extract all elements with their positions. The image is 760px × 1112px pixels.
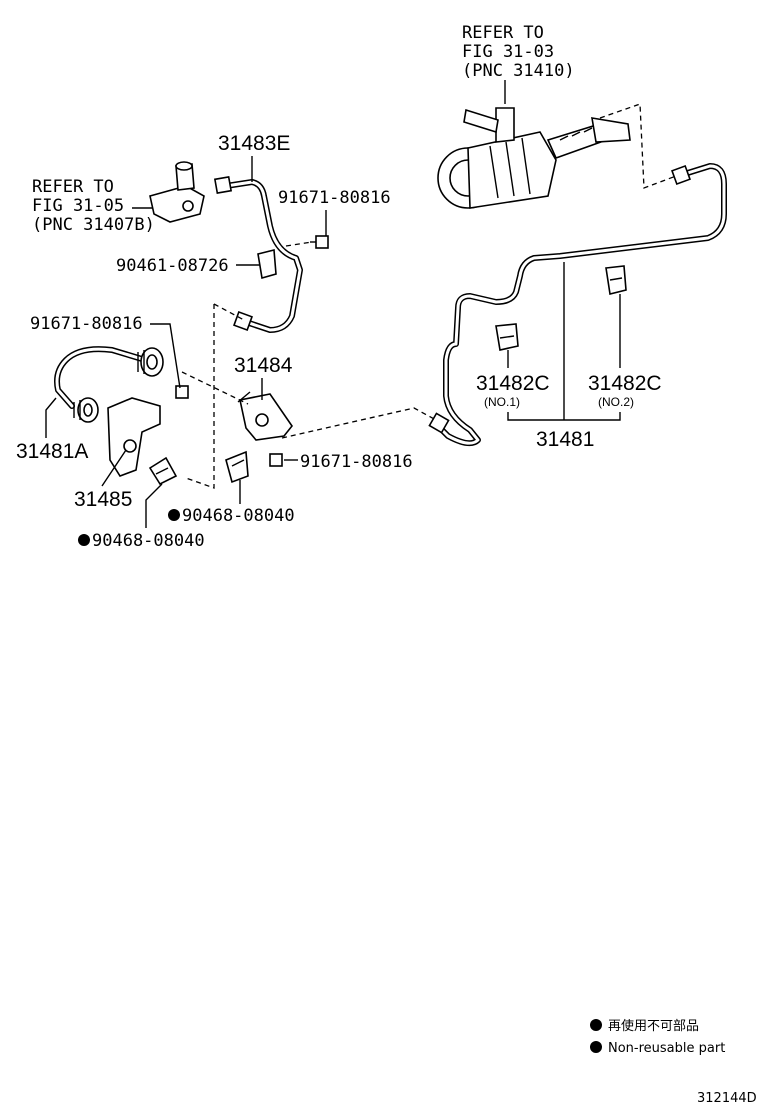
bolt-91671-b <box>175 385 189 399</box>
svg-text:(NO.2): (NO.2) <box>598 395 634 409</box>
non-reusable-dot-b <box>78 534 90 546</box>
clip-90468-a <box>225 450 249 484</box>
ref-fig-31-05: REFER TO FIG 31-05 (PNC 31407B) <box>32 177 155 235</box>
guide-dash-tube <box>281 407 437 439</box>
svg-text:31481: 31481 <box>536 428 594 451</box>
svg-text:31482C: 31482C <box>588 372 662 395</box>
guide-dash-upper <box>213 303 245 321</box>
clutch-tube-31483E <box>213 175 303 333</box>
label-31481: 31481 <box>507 262 621 451</box>
label-91671-b: 91671-80816 <box>30 314 181 389</box>
svg-text:90468-08040: 90468-08040 <box>182 506 295 526</box>
master-cylinder-assembly <box>437 107 631 209</box>
svg-text:FIG 31-03: FIG 31-03 <box>462 42 554 62</box>
svg-text:FIG 31-05: FIG 31-05 <box>32 196 124 216</box>
label-90468-a: 90468-08040 <box>168 480 295 526</box>
label-91671-c: 91671-80816 <box>284 452 413 472</box>
flexible-hose-31481A <box>54 346 164 423</box>
bracket-90461 <box>257 248 277 280</box>
legend-jp: 再使用不可部品 <box>608 1018 699 1034</box>
guide-dash-bolt <box>181 371 249 405</box>
svg-text:31483E: 31483E <box>218 132 290 155</box>
label-31484: 31484 <box>234 354 293 400</box>
svg-text:90461-08726: 90461-08726 <box>116 256 229 276</box>
legend-dot-en <box>590 1041 602 1053</box>
svg-text:31481A: 31481A <box>16 440 88 463</box>
bracket-31484 <box>237 391 293 441</box>
legend: 再使用不可部品 Non-reusable part <box>590 1018 725 1056</box>
label-90461-08726: 90461-08726 <box>116 256 260 276</box>
svg-text:91671-80816: 91671-80816 <box>30 314 143 334</box>
label-31485: 31485 <box>74 449 132 511</box>
svg-text:REFER TO: REFER TO <box>462 23 544 43</box>
legend-en: Non-reusable part <box>608 1041 725 1056</box>
guide-dash-left <box>185 304 215 489</box>
label-90468-b: 90468-08040 <box>78 483 205 551</box>
label-91671-a: 91671-80816 <box>278 188 391 236</box>
bolt-91671-a <box>310 235 329 249</box>
fitting-31407B <box>149 161 205 223</box>
non-reusable-dot-a <box>168 509 180 521</box>
ref-fig-31-03: REFER TO FIG 31-03 (PNC 31410) <box>462 23 575 104</box>
guide-dash-bolt-a <box>285 241 313 247</box>
svg-text:(PNC 31407B): (PNC 31407B) <box>32 215 155 235</box>
label-31481A: 31481A <box>16 397 88 463</box>
svg-text:31482C: 31482C <box>476 372 550 395</box>
figure-id: 312144D <box>697 1091 757 1106</box>
svg-text:31485: 31485 <box>74 488 132 511</box>
label-31482C-no2: 31482C (NO.2) <box>588 294 662 409</box>
svg-text:31484: 31484 <box>234 354 293 377</box>
svg-text:91671-80816: 91671-80816 <box>300 452 413 472</box>
clip-90468-b <box>148 456 178 486</box>
label-31482C-no1: 31482C (NO.1) <box>476 350 550 409</box>
svg-text:91671-80816: 91671-80816 <box>278 188 391 208</box>
label-31483E: 31483E <box>218 132 290 182</box>
clutch-tube-31481 <box>428 163 727 447</box>
legend-dot-jp <box>590 1019 602 1031</box>
svg-text:(PNC 31410): (PNC 31410) <box>462 61 575 81</box>
clamp-31482C-no1 <box>495 323 519 351</box>
clamp-31482C-no2 <box>605 265 627 295</box>
svg-text:90468-08040: 90468-08040 <box>92 531 205 551</box>
ref-dash-31410 <box>599 103 677 189</box>
svg-text:(NO.1): (NO.1) <box>484 395 520 409</box>
bolt-91671-c <box>269 453 283 467</box>
svg-text:REFER TO: REFER TO <box>32 177 114 197</box>
